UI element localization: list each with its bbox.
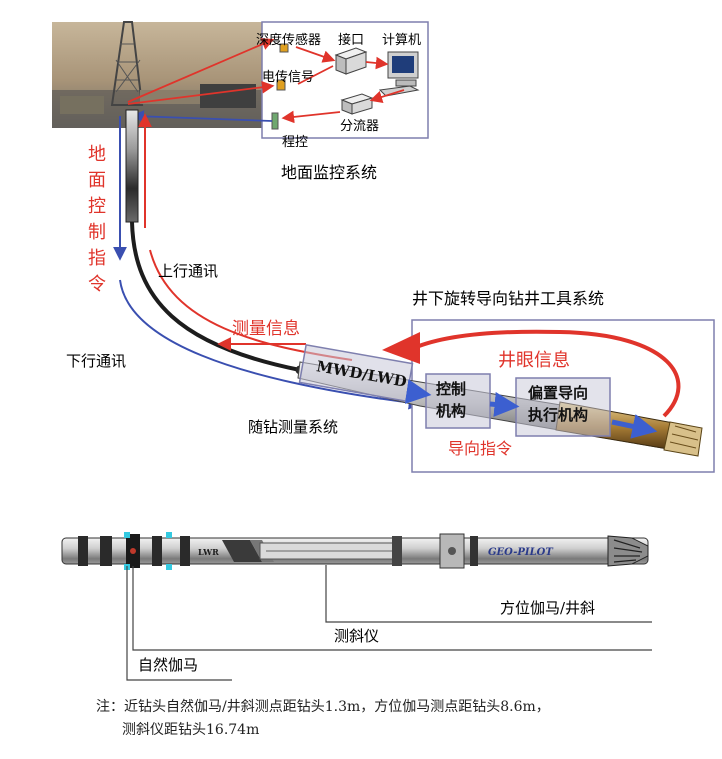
svg-text:地: 地: [88, 144, 106, 165]
splitter-label: 分流器: [340, 119, 379, 134]
offset-actuator-label-1: 偏置导向: [528, 384, 588, 402]
computer-label: 计算机: [382, 33, 421, 48]
surface-system-title: 地面监控系统: [281, 163, 377, 182]
brand-text: GEO-PILOT: [488, 547, 554, 558]
footnote: 注：近钻头自然伽马/井斜测点距钻头1.3m，方位伽马测点距钻头8.6m， 测斜仪…: [96, 696, 716, 742]
footnote-line-2: 测斜仪距钻头16.74m: [122, 722, 260, 738]
rig-photo: [52, 21, 264, 128]
downlink-label: 下行通讯: [66, 352, 126, 370]
offset-actuator-frame: [515, 377, 611, 437]
tool-leader-lines: [126, 565, 652, 681]
surface-blue-links: [131, 110, 273, 123]
wellbore-info-arrow: [382, 329, 681, 418]
svg-text:控: 控: [88, 196, 106, 217]
wellbore-info-label: 井眼信息: [498, 350, 570, 371]
steering-command-label: 导向指令: [448, 439, 512, 458]
control-mechanism-label-2: 机构: [436, 402, 466, 420]
inner-flow-arrows: [404, 379, 658, 439]
uplink-label: 上行通讯: [158, 262, 218, 280]
computer-icon: [378, 51, 420, 97]
depth-sensor-icon: [279, 43, 289, 53]
azimuth-gamma-label: 方位伽马/井斜: [500, 599, 595, 617]
mwd-system-label: 随钻测量系统: [248, 418, 338, 436]
depth-sensor-label: 深度传感器: [256, 32, 321, 48]
program-control-label: 程控: [282, 135, 308, 150]
natural-gamma-label: 自然伽马: [138, 656, 198, 674]
surface-command-label: 地 面 控 制 指 令: [88, 144, 106, 295]
control-mechanism-label-1: 控制: [436, 380, 466, 398]
control-sensor-icon: [271, 112, 279, 130]
inclinometer-label: 测斜仪: [334, 627, 379, 645]
footnote-line-1: 注：近钻头自然伽马/井斜测点距钻头1.3m，方位伽马测点距钻头8.6m，: [96, 699, 550, 715]
sub-mark-text: LWR: [198, 547, 219, 557]
downhole-system-title: 井下旋转导向钻井工具系统: [412, 289, 604, 308]
electric-signal-label: 电传信号: [262, 70, 314, 85]
interface-device-icon: [334, 47, 368, 75]
surface-red-links: [127, 38, 405, 124]
svg-text:指: 指: [88, 248, 106, 269]
drill-string: [125, 109, 425, 397]
svg-text:令: 令: [88, 274, 106, 295]
measurement-info-label: 测量信息: [232, 319, 300, 339]
svg-text:制: 制: [88, 222, 106, 243]
interface-label: 接口: [338, 32, 364, 48]
geo-pilot-tool-drawing: [61, 532, 649, 570]
downlink-arrows: [113, 116, 423, 410]
signal-sensor-icon: [276, 79, 286, 91]
offset-actuator-label-2: 执行机构: [528, 406, 588, 424]
svg-text:面: 面: [88, 170, 106, 191]
